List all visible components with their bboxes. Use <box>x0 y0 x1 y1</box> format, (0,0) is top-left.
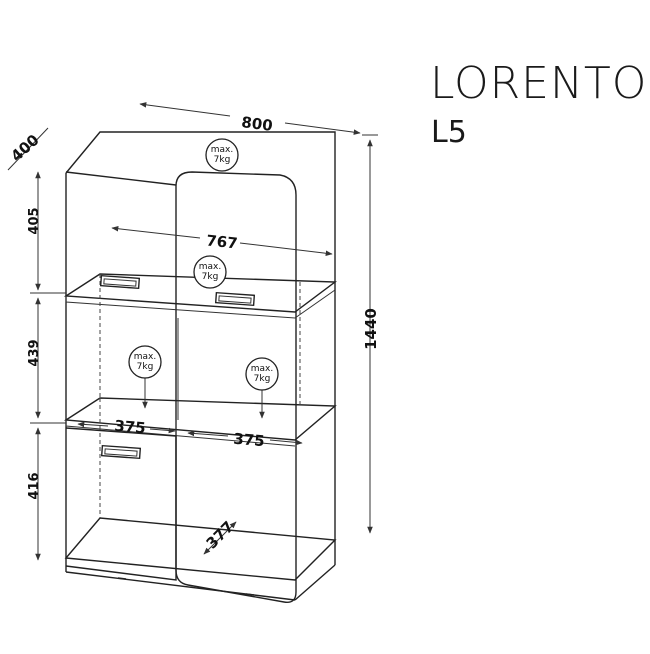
feet <box>117 577 255 596</box>
svg-text:max.: max. <box>251 364 273 374</box>
dim-inner-width: 767 <box>111 225 333 257</box>
load-badge-shelf: max. 7kg <box>193 255 227 289</box>
label-depth: 400 <box>7 131 42 165</box>
lower-door <box>65 427 177 581</box>
label-h-bottom: 416 <box>27 472 42 499</box>
label-h-top: 405 <box>27 207 42 234</box>
product-name: LORENTO <box>430 58 648 109</box>
dim-depth: 400 <box>7 127 49 171</box>
dim-width: 800 <box>139 102 361 135</box>
svg-text:7kg: 7kg <box>202 272 219 282</box>
label-inner-left: 375 <box>114 417 147 438</box>
shelves <box>63 273 338 581</box>
load-badge-left: max. 7kg <box>128 345 162 379</box>
load-badge-right: max. 7kg <box>245 357 279 391</box>
label-height: 1440 <box>362 308 380 350</box>
svg-text:7kg: 7kg <box>137 362 154 372</box>
load-arrows <box>142 378 265 419</box>
product-model: L5 <box>431 115 467 150</box>
label-h-middle: 439 <box>27 339 42 366</box>
svg-text:7kg: 7kg <box>214 155 231 165</box>
svg-text:max.: max. <box>134 352 156 362</box>
dim-sections: 405 439 416 <box>27 171 66 561</box>
label-inner-width: 767 <box>205 231 238 252</box>
load-badge-top: max. 7kg <box>205 138 239 172</box>
label-inner-right: 375 <box>233 430 266 451</box>
dim-inner-halves: 375 375 <box>77 417 303 451</box>
label-inner-depth: 377 <box>203 518 238 553</box>
dim-inner-depth: 377 <box>203 518 238 555</box>
dim-height: 1440 <box>362 134 380 534</box>
cabinet-outline <box>65 131 336 601</box>
svg-text:7kg: 7kg <box>254 374 271 384</box>
glass-door <box>175 171 297 603</box>
svg-text:max.: max. <box>211 145 233 155</box>
svg-text:max.: max. <box>199 262 221 272</box>
label-width: 800 <box>240 113 273 135</box>
handle-icons <box>99 274 256 460</box>
